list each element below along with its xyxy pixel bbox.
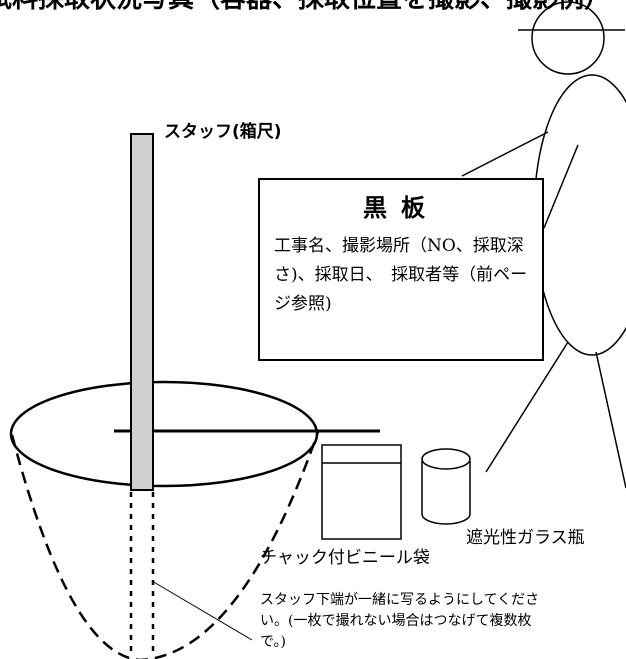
staff-label: スタッフ(箱尺) — [164, 122, 282, 142]
staff-rod — [130, 133, 154, 491]
zip-bag — [321, 444, 402, 540]
person-body — [533, 74, 626, 356]
note-leader-line — [151, 580, 253, 641]
person-leg-left — [485, 341, 569, 473]
blackboard-sign: 黒板 工事名、撮影場所（NO、採取深さ)、採取日、 採取者等（前ページ参照) — [258, 178, 544, 361]
person-figure — [461, 1, 626, 489]
header-text: 試料採取状況写真（容器、採取位置を撮影、撮影例） — [0, 0, 610, 15]
pit-opening-ellipse — [9, 380, 319, 488]
glass-bottle — [421, 448, 471, 525]
person-head — [531, 1, 605, 75]
person-leg-right — [595, 351, 626, 489]
blackboard-title: 黒板 — [363, 194, 439, 222]
staff-note: スタッフ下端が一緒に写るようにしてください。(一枚で撮れない場合はつなげて複数枚… — [260, 592, 540, 650]
person-arm-back — [461, 131, 549, 177]
glass-bottle-label: 遮光性ガラス瓶 — [466, 528, 585, 548]
pit-outline — [10, 431, 320, 659]
zip-bag-label: チャック付ビニール袋 — [260, 548, 430, 568]
person-arm-front — [543, 144, 579, 229]
blackboard-body: 工事名、撮影場所（NO、採取深さ)、採取日、 採取者等（前ページ参照) — [274, 236, 528, 314]
